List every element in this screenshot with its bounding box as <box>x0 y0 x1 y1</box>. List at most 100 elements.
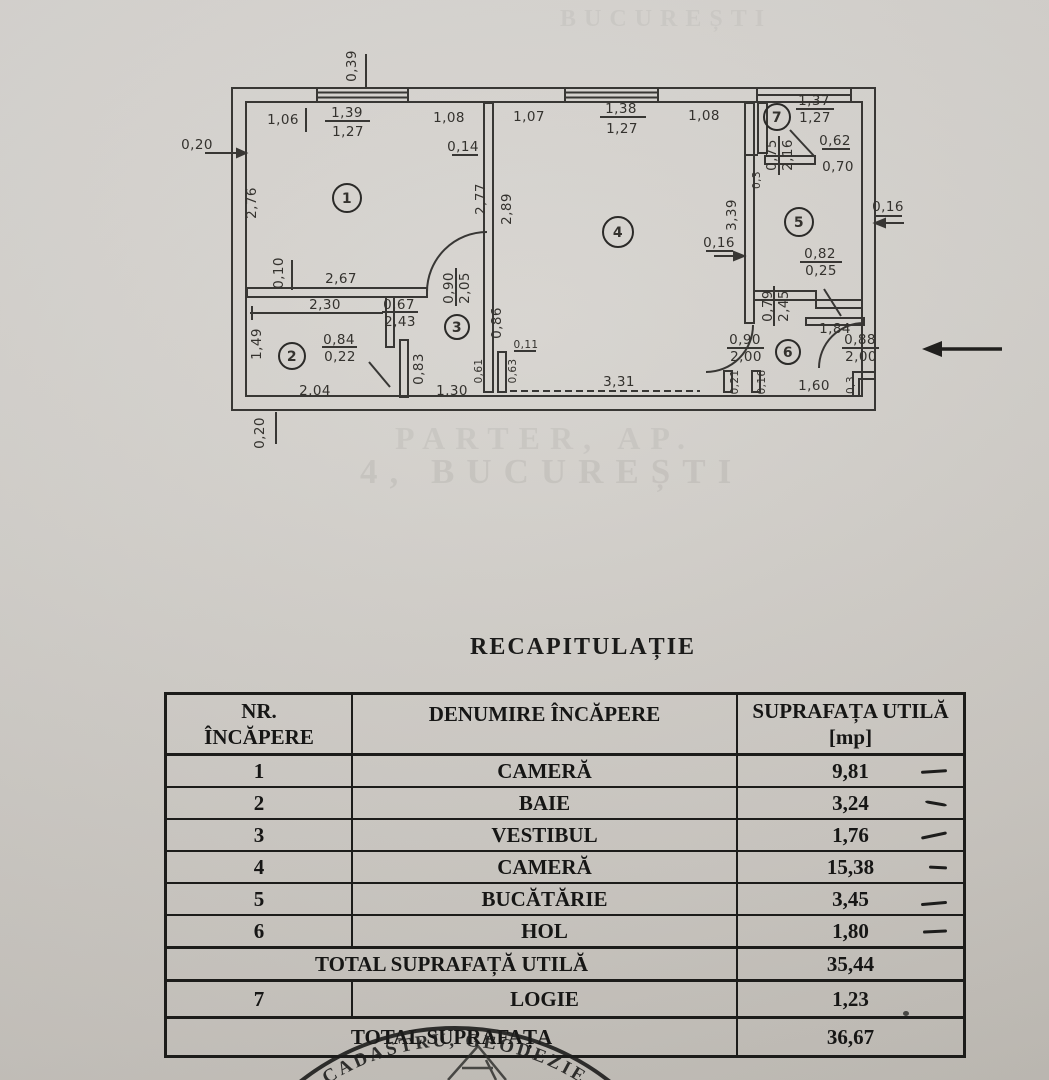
dim-label: 0,84 <box>323 332 355 348</box>
room-number-labels: 1 2 3 4 5 6 7 <box>287 110 804 365</box>
entry-step-inner <box>858 378 875 396</box>
outer-wall-inner <box>245 101 863 397</box>
cell-area: 1,80 <box>736 916 963 946</box>
ink-speck <box>903 1011 909 1016</box>
col-header-nr: NR. ÎNCĂPERE <box>167 695 351 753</box>
door-arc-room1 <box>426 231 488 293</box>
dim-label: 2,16 <box>780 139 796 171</box>
wall-kitchen-bottom <box>753 290 817 301</box>
cell-name: BAIE <box>351 788 736 818</box>
dim-label: 2,77 <box>473 183 489 215</box>
dim-label: 1,38 <box>605 101 637 117</box>
handwritten-tick <box>924 800 948 808</box>
dimension-labels: 0,39 1,06 1,39 1,27 1,08 0,20 2,76 0,14 … <box>181 50 903 449</box>
dim-label: 1,27 <box>332 124 364 140</box>
cell-nr: 2 <box>253 790 265 815</box>
dim-label: 1,07 <box>513 109 545 125</box>
door-arc-hol-right <box>818 322 865 369</box>
dim-label: 1,49 <box>249 328 265 360</box>
arrowhead <box>733 250 747 262</box>
dim-label: 1,39 <box>331 105 363 121</box>
header-text: DENUMIRE ÎNCĂPERE <box>428 702 661 726</box>
room-circle-7 <box>763 103 791 131</box>
fraction-lines-vertical <box>455 136 780 326</box>
header-text: SUPRAFAȚA UTILĂ <box>752 698 949 723</box>
table-header-row: NR. ÎNCĂPERE DENUMIRE ÎNCĂPERE SUPRAFAȚA… <box>167 695 963 753</box>
dim-label: 0,90 <box>441 272 457 304</box>
plan-walls <box>205 54 904 444</box>
room-circle-4 <box>602 216 634 248</box>
dim-label: 2,43 <box>384 314 416 330</box>
dim-label: 3,31 <box>603 374 635 390</box>
room-number: 7 <box>772 110 782 126</box>
dim-label: 0,83 <box>411 353 427 385</box>
cell-area: 15,38 <box>736 852 963 882</box>
room-circle-3 <box>444 314 470 340</box>
door-leaf-baie <box>368 361 391 388</box>
wall-room4-right <box>744 102 755 324</box>
dim-label: 0,25 <box>805 263 837 279</box>
wall-logie-bottom <box>764 155 816 165</box>
dim-label: 1,84 <box>819 321 851 337</box>
dim-label: 0,62 <box>819 133 851 149</box>
wall-stub-vestibul <box>497 351 507 393</box>
handwritten-tick <box>920 900 948 907</box>
cell-nr: 3 <box>253 822 265 847</box>
cell-nr: 4 <box>253 854 265 879</box>
door-leaf-logie <box>789 129 816 158</box>
cell-area: 3,45 <box>736 884 963 914</box>
logie-row: 7 LOGIE 1,23 <box>167 979 963 1016</box>
dim-label: 1,08 <box>688 108 720 124</box>
table-row: 2 BAIE 3,24 <box>167 786 963 818</box>
door-arc-hol-left <box>705 324 754 373</box>
dim-label: 0,75 <box>764 139 780 171</box>
room-number: 6 <box>783 345 793 361</box>
wall-room1-room4 <box>483 102 494 393</box>
dim-label: 2,76 <box>244 187 260 219</box>
wall-hol-top <box>805 317 865 326</box>
faint-watermark-top: BUCUREȘTI <box>560 6 773 32</box>
dim-label: 2,05 <box>457 272 473 304</box>
stamp-circle <box>299 1026 611 1080</box>
dim-label: 1,06 <box>267 112 299 128</box>
room-number: 1 <box>342 191 352 207</box>
dim-label: 2,00 <box>730 349 762 365</box>
cell-name: VESTIBUL <box>351 820 736 850</box>
dim-label: 1,27 <box>799 110 831 126</box>
cell-nr: 7 <box>253 986 265 1011</box>
table-title: RECAPITULAȚIE <box>470 634 697 660</box>
handwritten-tick <box>920 769 948 775</box>
room-number: 5 <box>794 215 804 231</box>
door-leaf-kitchen <box>823 288 842 317</box>
cell-area: 1,76 <box>736 820 963 850</box>
dim-label: 1,37 <box>798 93 830 109</box>
dim-label: 2,04 <box>299 383 331 399</box>
header-text: NR. <box>241 698 277 723</box>
room-circle-2 <box>278 342 306 370</box>
total-util-label: TOTAL SUPRAFAȚĂ UTILĂ <box>314 951 589 976</box>
dim-label: 2,89 <box>499 193 515 225</box>
table-row: 3 VESTIBUL 1,76 <box>167 818 963 850</box>
room-number: 4 <box>613 225 623 241</box>
fraction-lines <box>322 108 902 352</box>
table-row: 1 CAMERĂ 9,81 <box>167 753 963 786</box>
dim-label: 0,16 <box>703 235 735 251</box>
cell-nr: 5 <box>253 886 265 911</box>
recap-table: NR. ÎNCĂPERE DENUMIRE ÎNCĂPERE SUPRAFAȚA… <box>164 692 966 1058</box>
dim-label: 0,3 <box>845 376 857 394</box>
dim-label: 1,08 <box>433 110 465 126</box>
col-header-suprafata: SUPRAFAȚA UTILĂ [mp] <box>736 695 963 753</box>
dim-label: 0,3 <box>751 171 763 189</box>
dim-label: 3,39 <box>724 199 740 231</box>
window-room4 <box>564 88 659 103</box>
round-stamp: CADASTRU, GEODEZIE <box>299 1026 611 1080</box>
wall-room1-bottom <box>246 287 428 298</box>
dim-label: 0,11 <box>514 339 539 351</box>
header-text: ÎNCĂPERE <box>204 725 314 749</box>
cell-name: BUCĂTĂRIE <box>351 884 736 914</box>
room-number: 2 <box>287 349 297 365</box>
area-value: 1,76 <box>832 822 869 847</box>
cell-name: CAMERĂ <box>351 852 736 882</box>
cell-name: LOGIE <box>351 982 736 1016</box>
